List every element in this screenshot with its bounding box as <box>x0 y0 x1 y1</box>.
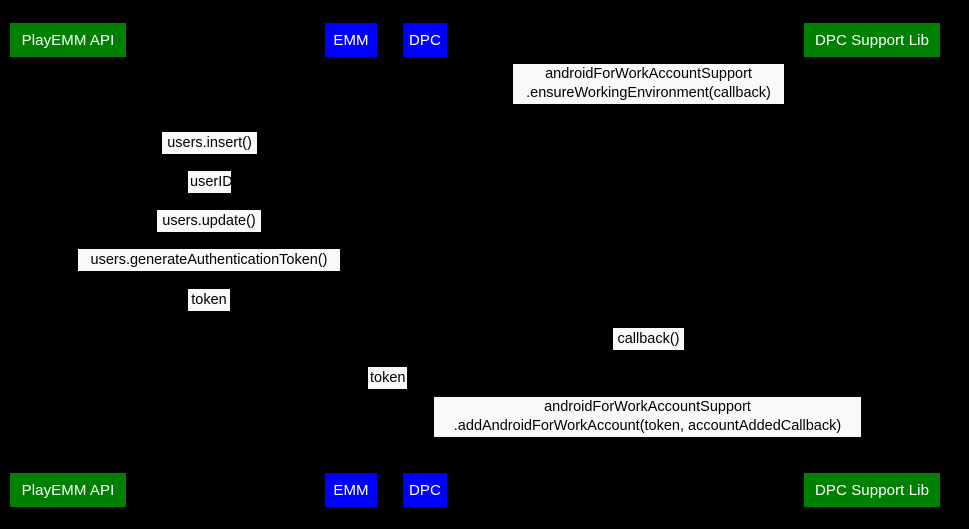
actor-label: EMM <box>333 481 369 499</box>
actor-label: PlayEMM API <box>21 31 115 49</box>
actor-box-dpc-top: DPC <box>403 23 447 57</box>
message-line-1: users.generateAuthenticationToken() <box>90 252 328 268</box>
actor-label: EMM <box>333 31 369 49</box>
message-label-add-android-for-work-account: androidForWorkAccountSupport .addAndroidF… <box>434 397 861 437</box>
message-line-2: .addAndroidForWorkAccount(token, account… <box>453 418 842 434</box>
message-line-1: token <box>370 370 406 386</box>
actor-label: DPC <box>409 481 441 499</box>
actor-box-playemm-api-bottom: PlayEMM API <box>10 473 126 507</box>
message-line-1: androidForWorkAccountSupport <box>544 399 751 415</box>
message-line-1: users.insert() <box>167 135 252 151</box>
actor-label: DPC Support Lib <box>814 481 930 499</box>
actor-box-dpc-bottom: DPC <box>403 473 447 507</box>
message-label-token-lower: token <box>368 367 407 389</box>
message-line-1: users.update() <box>162 213 256 229</box>
actor-label: DPC <box>409 31 441 49</box>
message-line-1: androidForWorkAccountSupport <box>545 66 752 82</box>
actor-box-dpc-support-lib-top: DPC Support Lib <box>804 23 940 57</box>
message-label-users-generate-authentication-token: users.generateAuthenticationToken() <box>78 249 340 271</box>
message-line-1: userID <box>190 174 233 190</box>
message-line-1: token <box>191 292 227 308</box>
message-label-users-update: users.update() <box>157 210 261 232</box>
actor-label: PlayEMM API <box>21 481 115 499</box>
message-label-token-upper: token <box>188 289 230 311</box>
actor-box-dpc-support-lib-bottom: DPC Support Lib <box>804 473 940 507</box>
actor-box-emm-top: EMM <box>325 23 377 57</box>
actor-label: DPC Support Lib <box>814 31 930 49</box>
message-line-2: .ensureWorkingEnvironment(callback) <box>526 85 771 101</box>
message-label-users-insert: users.insert() <box>162 132 257 154</box>
actor-box-playemm-api-top: PlayEMM API <box>10 23 126 57</box>
message-label-user-id: userID <box>188 171 233 193</box>
message-label-ensure-working-environment: androidForWorkAccountSupport .ensureWorki… <box>513 64 784 104</box>
actor-box-emm-bottom: EMM <box>325 473 377 507</box>
message-line-1: callback() <box>617 331 680 347</box>
message-label-callback: callback() <box>613 328 684 350</box>
